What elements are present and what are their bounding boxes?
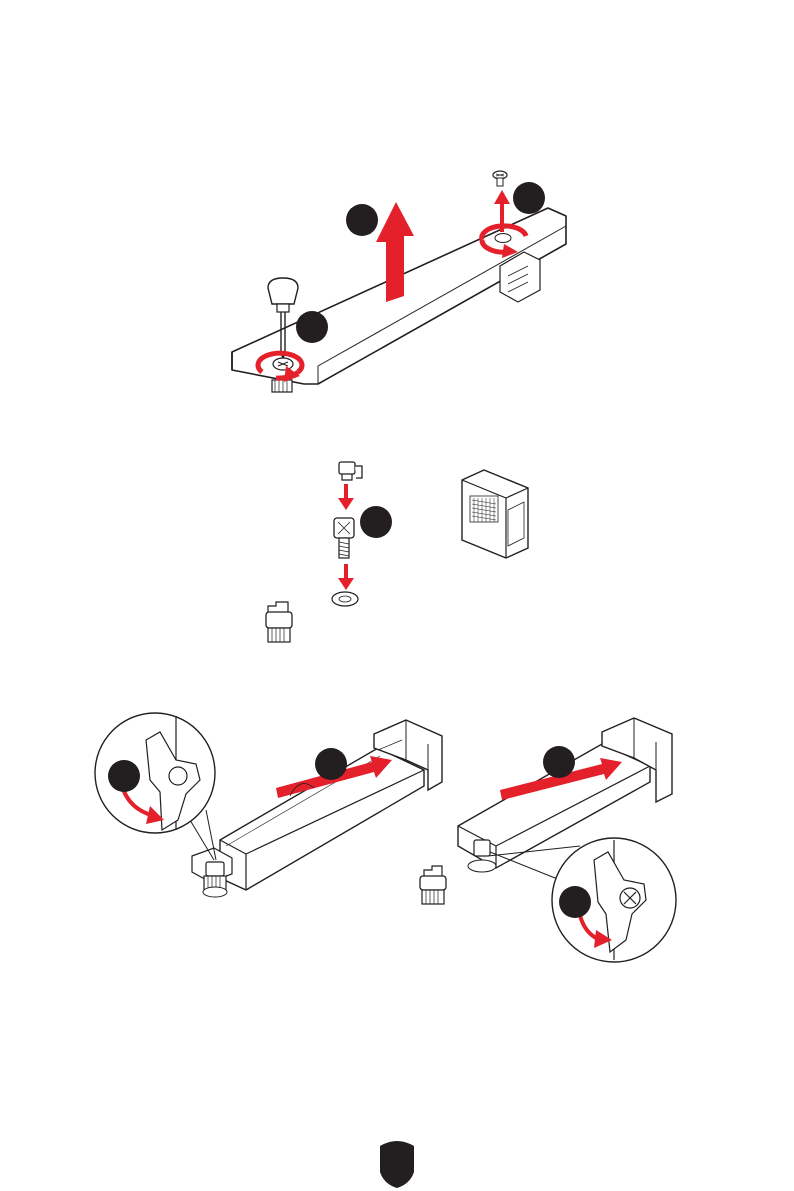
step-badge xyxy=(315,748,347,780)
standoff-icon xyxy=(203,862,227,897)
ez-latch-icon xyxy=(339,462,362,480)
down-arrow-icon xyxy=(338,564,354,590)
step-badge xyxy=(108,760,140,792)
step-badge xyxy=(543,746,575,778)
standoff-icon xyxy=(266,602,292,642)
screw-icon xyxy=(493,171,507,186)
install-standoff-figure xyxy=(266,462,528,642)
insert-ssd-figure xyxy=(95,713,676,962)
step-badge xyxy=(513,182,545,214)
page-number-badge xyxy=(380,1141,414,1188)
remove-heatsink-figure xyxy=(232,171,566,392)
m2-connector-icon xyxy=(462,470,528,558)
standoff-icon xyxy=(420,866,446,904)
step-badge xyxy=(346,204,378,236)
step-badge xyxy=(360,506,392,538)
step-badge xyxy=(296,311,328,343)
down-arrow-icon xyxy=(338,484,354,510)
standoff-icon xyxy=(334,518,354,558)
m2-ssd-icon xyxy=(192,720,442,890)
step-badge xyxy=(559,886,591,918)
